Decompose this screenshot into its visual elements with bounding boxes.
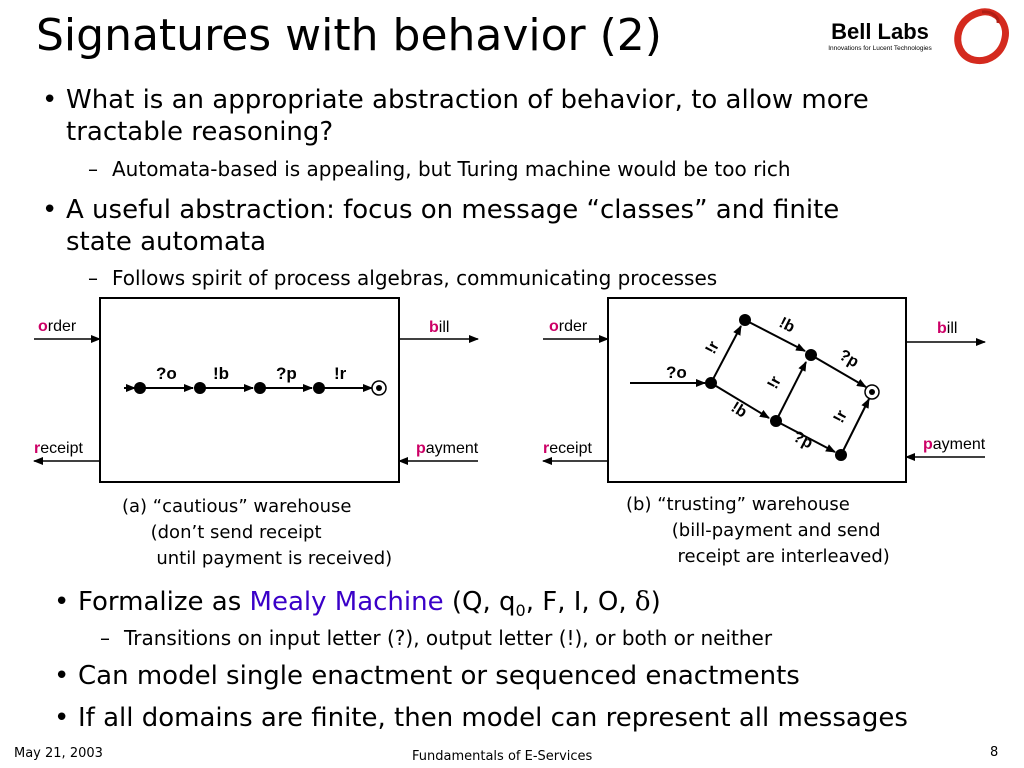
bullet-text: A useful abstraction: focus on message “… (66, 195, 840, 225)
dash-marker: – (88, 157, 98, 181)
bullet-marker: • (54, 703, 70, 733)
diagram-b-trusting-warehouse: order receipt bill payment ?o !r !b ?p !… (542, 297, 986, 483)
bullet-2-line-2: state automata (66, 227, 267, 257)
sub-bullet-text: Follows spirit of process algebras, comm… (112, 266, 718, 290)
logo-tagline: Innovations for Lucent Technologies (828, 45, 932, 52)
tuple-rest: , F, I, O, (525, 587, 635, 617)
sub-bullet-1: –Automata-based is appealing, but Turing… (88, 156, 791, 182)
state-node (194, 382, 206, 394)
bullet-marker: • (42, 85, 58, 115)
bullet-2-line-1: • A useful abstraction: focus on message … (42, 194, 839, 226)
logo-name: Bell Labs (831, 19, 929, 44)
state-node (770, 415, 782, 427)
bullet-1-line-2: tractable reasoning? (66, 117, 334, 147)
transition-edge (775, 420, 836, 453)
receipt-label: receipt (34, 440, 83, 457)
transition-label: ?o (666, 363, 687, 382)
bill-label: bill (429, 319, 449, 336)
warehouse-b-box (607, 297, 907, 483)
sub-bullet-transitions: –Transitions on input letter (?), output… (100, 625, 772, 651)
state-node (739, 314, 751, 326)
dash-marker: – (88, 266, 98, 290)
bell-labs-logo: Bell Labs Innovations for Lucent Technol… (818, 20, 942, 53)
transition-label: !b (776, 314, 797, 336)
footer-date: May 21, 2003 (14, 746, 103, 761)
bullet-text: Can model single enactment or sequenced … (78, 661, 800, 691)
transition-edge (810, 354, 867, 388)
formalize-text: Formalize as (78, 587, 250, 617)
transition-label: ?o (156, 364, 177, 383)
bullet-text: What is an appropriate abstraction of be… (66, 85, 869, 115)
order-label: order (549, 318, 588, 335)
transition-label: ?p (276, 364, 297, 383)
q-subscript: 0 (515, 601, 526, 621)
state-node (705, 377, 717, 389)
page-number: 8 (990, 745, 999, 760)
transition-edge (775, 361, 807, 422)
tuple-open: (Q, q (443, 587, 516, 617)
warehouse-a-box (99, 297, 400, 483)
bullet-marker: • (54, 661, 70, 691)
transition-edge (744, 319, 806, 352)
lucent-ring-icon (954, 8, 1009, 65)
transition-label: ?p (790, 428, 815, 452)
transition-edge (710, 382, 770, 419)
final-state (371, 380, 387, 396)
bill-label: bill (937, 320, 957, 337)
bullet-marker: • (42, 195, 58, 225)
caption-a-line-2: (don’t send receipt (122, 522, 322, 543)
state-node (313, 382, 325, 394)
state-node (254, 382, 266, 394)
diagram-a-cautious-warehouse: order receipt bill payment ?o !b ?p !r (33, 297, 479, 483)
sub-bullet-text: Transitions on input letter (?), output … (124, 626, 773, 650)
sub-bullet-text: Automata-based is appealing, but Turing … (112, 157, 791, 181)
caption-b-line-1: (b) “trusting” warehouse (626, 494, 850, 515)
payment-label: payment (923, 436, 986, 453)
mealy-machine-term: Mealy Machine (249, 587, 444, 617)
bullet-formalize: • Formalize as Mealy Machine (Q, q0, F, I… (54, 586, 661, 627)
state-node (134, 382, 146, 394)
state-node (835, 449, 847, 461)
footer-title: Fundamentals of E-Services (412, 749, 593, 764)
transition-edge (840, 398, 870, 456)
bullet-marker: • (54, 587, 70, 617)
transition-label: !b (728, 399, 750, 422)
payment-label: payment (416, 440, 479, 457)
final-state (864, 384, 880, 400)
final-state-dot (376, 385, 382, 391)
receipt-label: receipt (543, 440, 592, 457)
transition-label: !b (213, 364, 229, 383)
bullet-single: • Can model single enactment or sequenced… (54, 660, 800, 692)
caption-a-line-1: (a) “cautious” warehouse (122, 496, 352, 517)
bullet-text: If all domains are finite, then model ca… (78, 703, 908, 733)
caption-b-line-3: receipt are interleaved) (626, 546, 890, 567)
bullet-finite: • If all domains are finite, then model c… (54, 702, 908, 734)
caption-b-line-2: (bill-payment and send (626, 520, 881, 541)
dash-marker: – (100, 626, 110, 650)
state-node (805, 349, 817, 361)
transition-label: ?p (836, 347, 862, 372)
transition-label: !r (703, 339, 723, 357)
bullet-1-line-1: • What is an appropriate abstraction of b… (42, 84, 869, 116)
final-state-dot (869, 389, 875, 395)
order-label: order (38, 318, 77, 335)
caption-a-line-3: until payment is received) (122, 548, 393, 569)
transition-edge (710, 325, 742, 384)
transition-label: !r (765, 374, 785, 392)
sub-bullet-2: –Follows spirit of process algebras, com… (88, 265, 717, 291)
slide-title: Signatures with behavior (2) (36, 10, 662, 61)
tuple-close: ) (650, 587, 661, 617)
transition-label: !r (831, 408, 851, 426)
transition-label: !r (334, 364, 347, 383)
delta-symbol: δ (634, 587, 651, 617)
